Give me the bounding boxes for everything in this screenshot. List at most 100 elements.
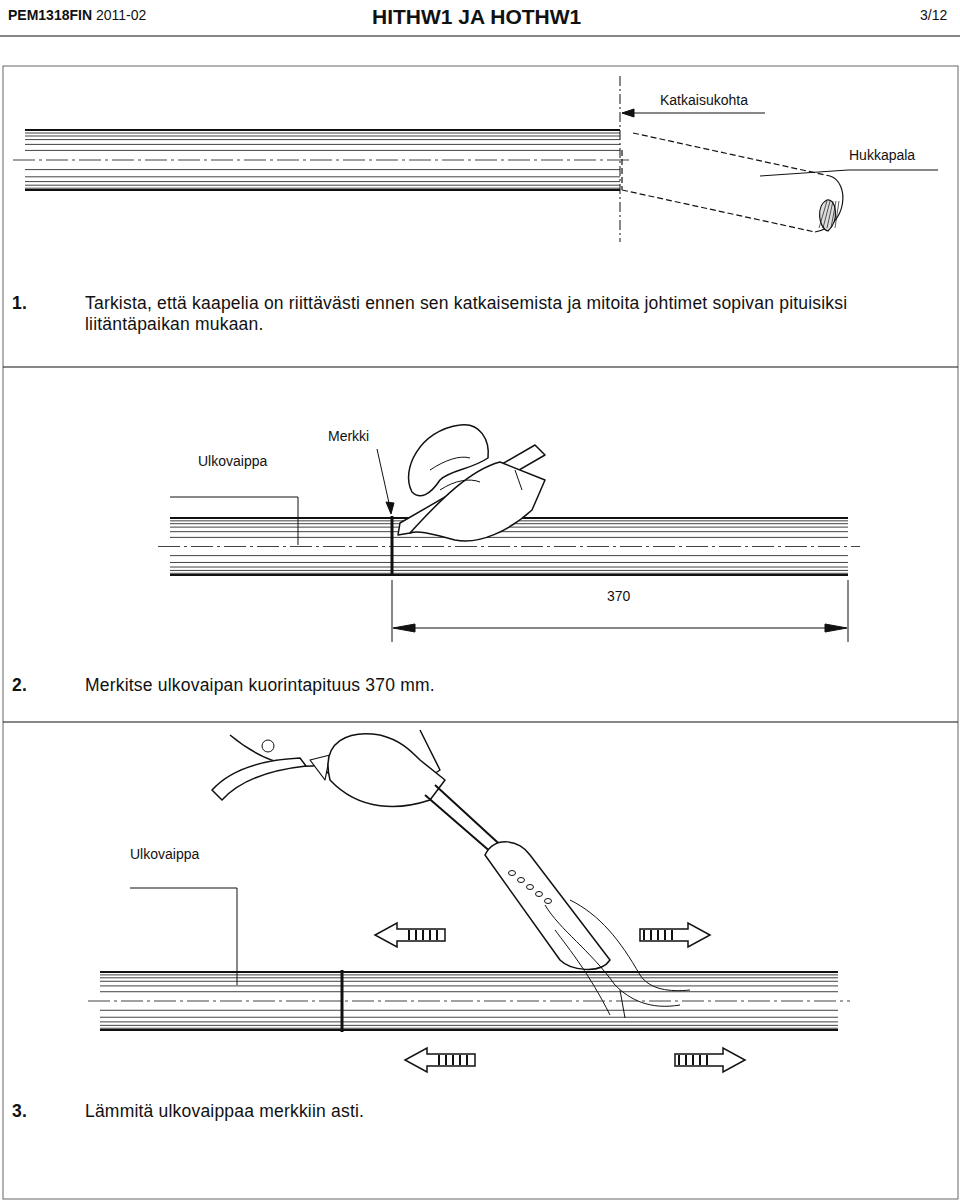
heat-gun-cord	[212, 758, 306, 800]
vent-hole	[518, 878, 525, 883]
cable-line	[100, 974, 838, 975]
cable-line	[25, 185, 620, 186]
hatching	[835, 201, 839, 228]
heat-gun-trigger	[310, 755, 330, 780]
vent-hole	[536, 892, 543, 897]
cable-line	[100, 1021, 838, 1022]
cable-line	[100, 1029, 838, 1031]
extension-line	[848, 580, 849, 642]
arrow-hatch	[671, 930, 673, 940]
leader-line	[760, 170, 848, 176]
step-text: 1.	[12, 293, 27, 314]
cable-line	[100, 1010, 838, 1011]
cut-line	[620, 76, 621, 242]
label-text: 3/12	[920, 7, 947, 24]
leader-line	[130, 888, 237, 889]
arrow-hatch	[650, 930, 652, 940]
dimension-arrow	[393, 624, 415, 632]
arrow-hatch	[699, 1055, 701, 1065]
leader-line	[298, 497, 299, 545]
header-rule	[0, 36, 960, 37]
cable-line	[170, 570, 848, 571]
arrow-hatch	[664, 930, 666, 940]
waste-piece	[622, 133, 830, 232]
arrow-hatch	[452, 1055, 454, 1065]
mark	[391, 516, 394, 576]
flame	[545, 900, 690, 1018]
hatching	[823, 201, 830, 228]
arrow-hatch	[429, 930, 431, 940]
label-text: 370	[607, 588, 630, 605]
arrow-hatch	[466, 1055, 468, 1065]
label-text: Hukkapala	[849, 147, 915, 164]
leader-line	[622, 113, 765, 114]
vent-hole	[527, 885, 534, 890]
panel-divider	[3, 367, 958, 368]
centre-line	[88, 1001, 850, 1002]
centre-line	[13, 160, 632, 161]
arrow-hatch	[657, 930, 659, 940]
leader-line	[237, 888, 238, 985]
label-text: Ulkovaippa	[198, 453, 267, 470]
waste-section	[820, 200, 836, 231]
step-text: 3.	[12, 1101, 27, 1122]
dimension-line	[394, 628, 846, 629]
leader-line	[170, 497, 298, 498]
vent-hole	[509, 871, 516, 876]
cable-line	[25, 139, 620, 140]
cable-line	[170, 573, 848, 574]
cable-line	[100, 1017, 838, 1018]
cable-line	[25, 150, 620, 151]
leader-arrow	[622, 109, 634, 117]
arrow-hatch	[706, 1055, 708, 1065]
hand-detail	[430, 457, 522, 490]
cable-line	[25, 129, 620, 131]
cable-line	[170, 537, 848, 538]
cable-line	[170, 555, 848, 556]
arrow-hatch	[445, 1055, 447, 1065]
cable-line	[100, 981, 838, 982]
leader-line	[848, 170, 938, 171]
cable-line	[100, 1028, 838, 1029]
arrow-hatch	[459, 1055, 461, 1065]
cable-line	[100, 977, 838, 978]
page-title: HITHW1 JA HOTHW1	[372, 4, 581, 29]
cable-line	[25, 136, 620, 137]
cable-line	[25, 144, 620, 145]
arrow-hatch	[692, 1055, 694, 1065]
arrow-hatch	[643, 930, 645, 940]
cable-line	[25, 188, 620, 189]
extension-line	[392, 580, 393, 642]
direction-arrow	[375, 923, 445, 947]
cable-line	[170, 574, 848, 576]
cable-line	[25, 176, 620, 177]
hatching	[819, 201, 827, 228]
direction-arrow	[405, 1048, 475, 1072]
arrow-hatch	[438, 1055, 440, 1065]
panel-frame	[3, 66, 958, 1199]
direction-arrow	[675, 1048, 745, 1072]
label-text: Ulkovaippa	[130, 846, 199, 863]
arrow-hatch	[678, 1055, 680, 1065]
cable-line	[100, 991, 838, 992]
arrow-hatch	[415, 930, 417, 940]
label-text: PEM1318FIN	[8, 7, 92, 24]
arrow-hatch	[422, 930, 424, 940]
arrow-hatch	[685, 1055, 687, 1065]
label-text: Katkaisukohta	[660, 92, 748, 109]
cable-line	[170, 567, 848, 568]
centre-line	[158, 546, 860, 547]
hand	[328, 734, 445, 807]
cable-line	[170, 562, 848, 563]
mark	[341, 970, 344, 1032]
arrow-hatch	[436, 930, 438, 940]
vent-hole	[545, 899, 552, 904]
arrow-hatch	[408, 930, 410, 940]
step-text: Merkitse ulkovaipan kuorintapituus 370 m…	[85, 675, 435, 696]
panel-divider	[3, 722, 958, 723]
cable-line	[25, 189, 620, 191]
cable-line	[170, 531, 848, 532]
cable-line	[25, 169, 620, 170]
